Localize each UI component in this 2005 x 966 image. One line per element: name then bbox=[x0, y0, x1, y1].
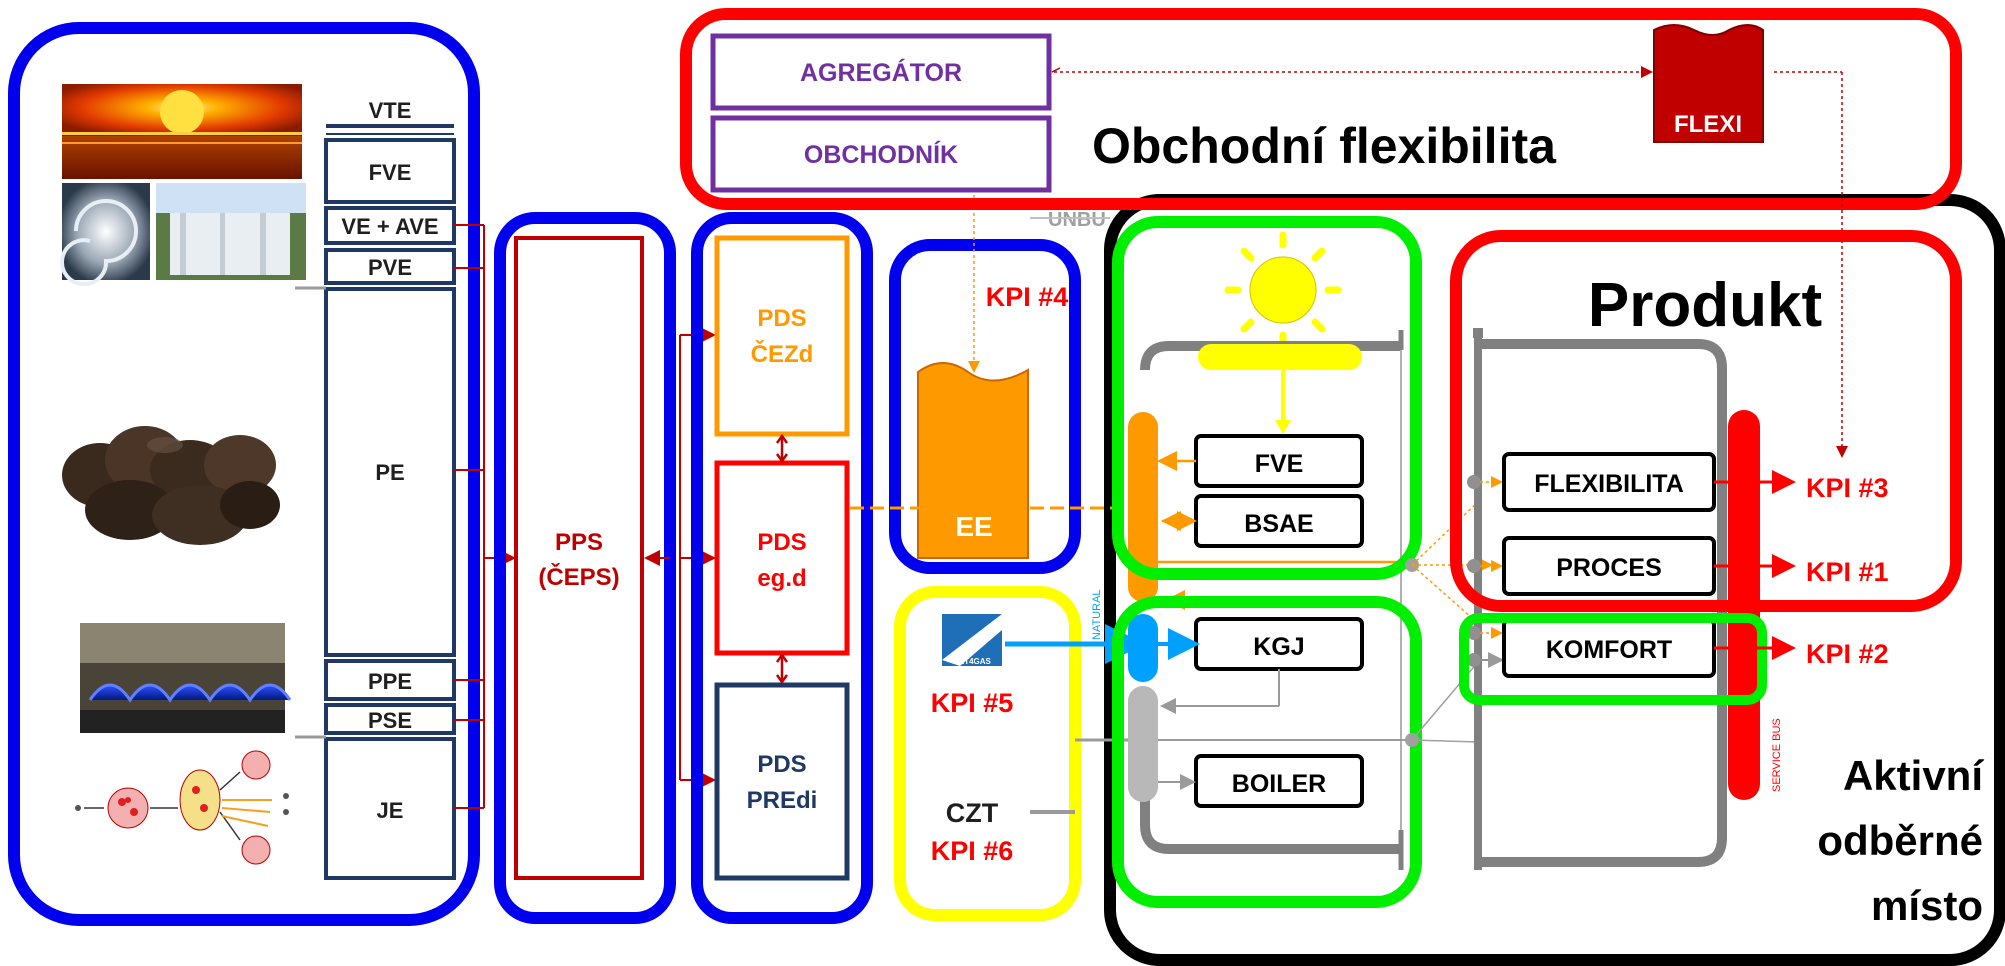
pv-bar bbox=[1198, 344, 1362, 370]
ee-label: EE bbox=[955, 511, 992, 542]
site-title-line1: Aktivní bbox=[1843, 752, 1984, 799]
agregator-box[interactable] bbox=[710, 33, 1052, 111]
pds-cezd-label: PDS bbox=[757, 305, 806, 332]
gas-flame-photo bbox=[80, 623, 292, 733]
pds-egd-name: eg.d bbox=[757, 565, 806, 592]
pds-predi-box bbox=[714, 682, 850, 881]
pds-predi-name: PREdi bbox=[747, 787, 818, 814]
site-bsae-label: BSAE bbox=[1244, 510, 1313, 538]
natural-gas-label: NATURAL bbox=[1091, 589, 1103, 640]
site-kgj-label: KGJ bbox=[1253, 633, 1304, 661]
komfort-label: KOMFORT bbox=[1546, 636, 1672, 664]
heat-frame bbox=[1112, 596, 1422, 908]
source-label-pve: PVE bbox=[368, 255, 412, 280]
source-label-pse: PSE bbox=[368, 708, 412, 733]
ee-frame bbox=[889, 239, 1081, 574]
service-bus bbox=[1728, 410, 1760, 800]
pds-predi-label: PDS bbox=[757, 751, 806, 778]
hurricane-photo bbox=[60, 183, 150, 287]
source-bus bbox=[454, 224, 516, 809]
pds-cezd-name: ČEZd bbox=[751, 340, 814, 368]
sun-icon bbox=[1224, 231, 1342, 349]
pps-frame bbox=[494, 212, 676, 924]
obchodnik-label: OBCHODNÍK bbox=[804, 140, 958, 169]
kpi2-label: KPI #2 bbox=[1806, 639, 1889, 669]
pps-label: PPS bbox=[555, 529, 603, 556]
agregator-label: AGREGÁTOR bbox=[800, 58, 962, 87]
generation-storage-frame bbox=[1112, 216, 1422, 580]
site-title-line3: místo bbox=[1871, 882, 1983, 929]
gas-bus bbox=[1128, 614, 1158, 682]
flexibilita-label: FLEXIBILITA bbox=[1534, 470, 1684, 498]
czt-label: CZT bbox=[946, 798, 999, 828]
site-boiler-label: BOILER bbox=[1232, 770, 1326, 798]
obchodnik-box[interactable] bbox=[710, 115, 1052, 193]
electricity-bus bbox=[1128, 412, 1158, 602]
proces-label: PROCES bbox=[1556, 554, 1662, 582]
pds-frame bbox=[691, 212, 873, 924]
source-label-ve-ave: VE + AVE bbox=[341, 214, 438, 239]
czt-kpi: KPI #6 bbox=[931, 836, 1014, 866]
market-frame bbox=[680, 8, 1962, 210]
kpi3-label: KPI #3 bbox=[1806, 473, 1889, 503]
komfort-frame bbox=[1459, 613, 1767, 705]
svg-text:NET4GAS: NET4GAS bbox=[953, 657, 991, 666]
kpi1-label: KPI #1 bbox=[1806, 557, 1889, 587]
source-label-ppe: PPE bbox=[368, 669, 412, 694]
gas-czt-frame bbox=[894, 586, 1081, 921]
net4gas-logo: NET4GAS bbox=[942, 614, 1002, 666]
source-label-vte: VTE bbox=[369, 98, 412, 123]
unbundling-fragment: UNBU bbox=[1048, 209, 1106, 231]
product-frame bbox=[1450, 230, 1962, 612]
ee-kpi: KPI #4 bbox=[986, 282, 1069, 312]
flexi-label: FLEXI bbox=[1674, 111, 1742, 138]
pps-operator-label: (ČEPS) bbox=[538, 563, 619, 591]
site-fve-label: FVE bbox=[1255, 450, 1304, 478]
pps-box bbox=[514, 236, 644, 880]
market-title: Obchodní flexibilita bbox=[1092, 118, 1557, 174]
source-label-je: JE bbox=[377, 798, 404, 823]
fission-illustration bbox=[75, 750, 289, 865]
source-label-fve: FVE bbox=[369, 160, 412, 185]
coal-photo bbox=[62, 426, 280, 545]
service-bus-label: SERVICE BUS bbox=[1771, 718, 1783, 792]
pds-egd-label: PDS bbox=[757, 529, 806, 556]
gas-kpi: KPI #5 bbox=[931, 688, 1014, 718]
site-boiler-box[interactable] bbox=[1194, 754, 1364, 808]
waterfall-photo bbox=[156, 183, 306, 280]
generation-frame bbox=[8, 22, 480, 926]
heat-bus bbox=[1128, 686, 1158, 802]
source-label-pe: PE bbox=[375, 460, 404, 485]
site-title-line2: odběrné bbox=[1817, 817, 1983, 864]
pds-egd-box bbox=[714, 460, 850, 656]
product-title: Produkt bbox=[1588, 271, 1822, 340]
flexi-icon bbox=[1653, 24, 1764, 143]
sunset-photo bbox=[62, 84, 302, 179]
pds-cezd-box bbox=[714, 235, 850, 437]
